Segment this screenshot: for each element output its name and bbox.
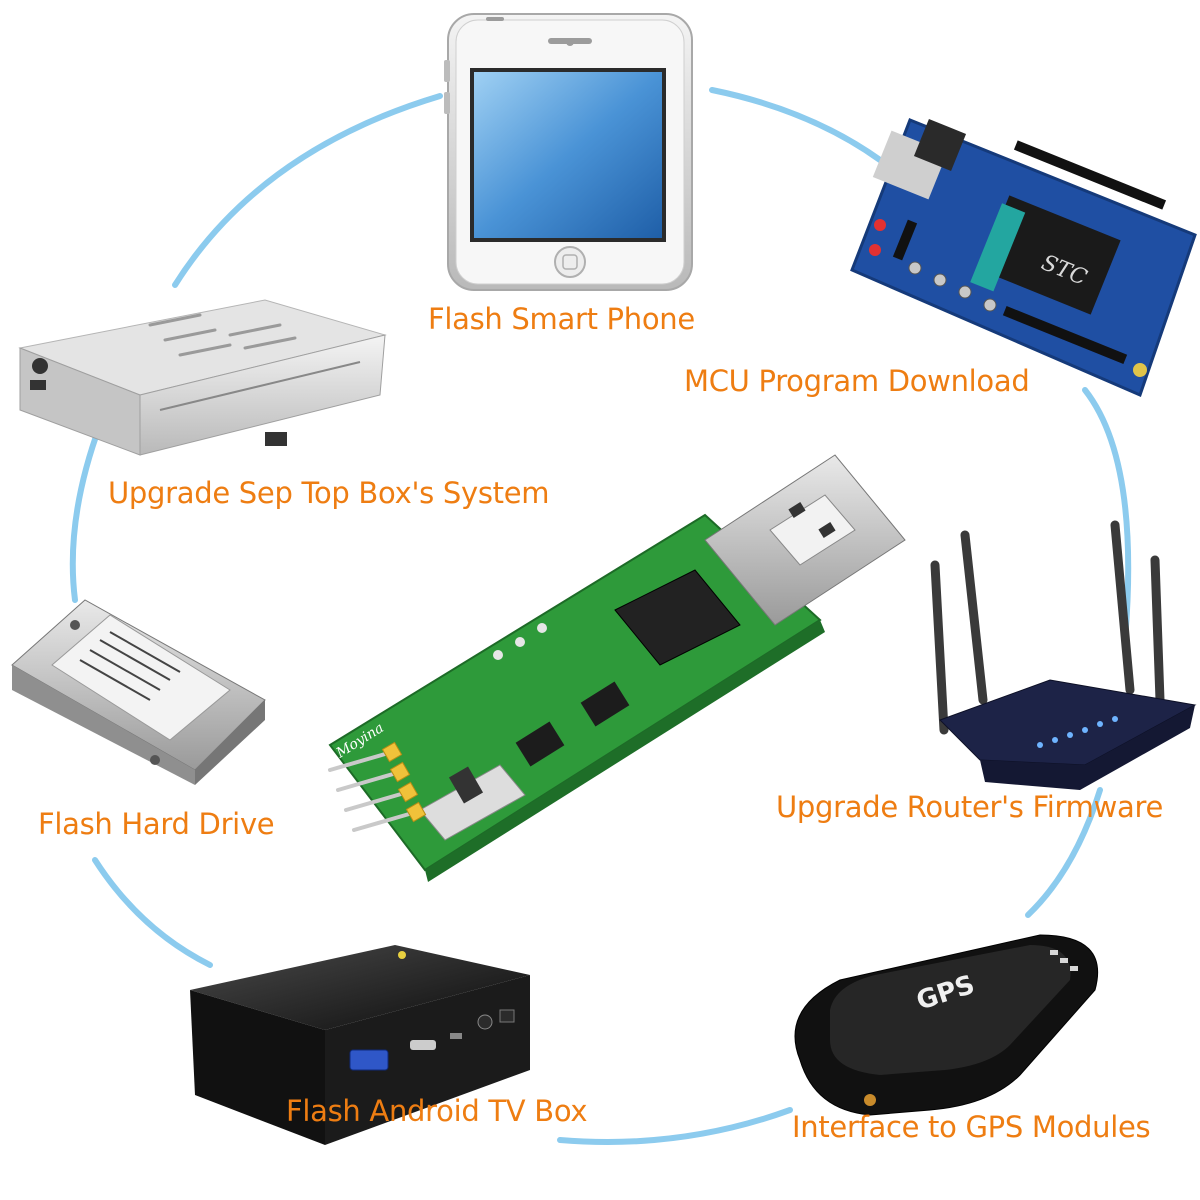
ring-arc-right-upper (1082, 387, 1132, 643)
android-tv-box-icon (190, 945, 530, 1145)
ring-arc-right-lower (1025, 787, 1103, 918)
ring-arc-left-lower (92, 857, 213, 968)
label-upgrade-set-top-box: Upgrade Sep Top Box's System (108, 476, 550, 510)
mcu-board-icon: STC (850, 118, 1197, 398)
smart-phone-icon (444, 13, 693, 291)
label-flash-android-tv-box: Flash Android TV Box (286, 1094, 588, 1128)
label-mcu-program-download: MCU Program Download (684, 364, 1030, 398)
label-flash-smart-phone: Flash Smart Phone (428, 302, 695, 336)
label-upgrade-router-firmware: Upgrade Router's Firmware (776, 790, 1164, 824)
usb-serial-board: Moyina (328, 454, 906, 882)
label-flash-hard-drive: Flash Hard Drive (38, 807, 275, 841)
connection-ring (69, 87, 1132, 1145)
ring-arc-top-left (172, 93, 443, 288)
ring-arc-bottom (557, 1107, 793, 1145)
hard-drive-icon (11, 599, 266, 785)
ring-arc-top-right (709, 87, 883, 163)
label-interface-gps-modules: Interface to GPS Modules (792, 1110, 1151, 1144)
gps-module-icon: GPS (794, 934, 1099, 1116)
set-top-box-icon (18, 299, 387, 456)
router-icon (930, 520, 1197, 790)
ring-arc-left-upper (69, 422, 103, 603)
